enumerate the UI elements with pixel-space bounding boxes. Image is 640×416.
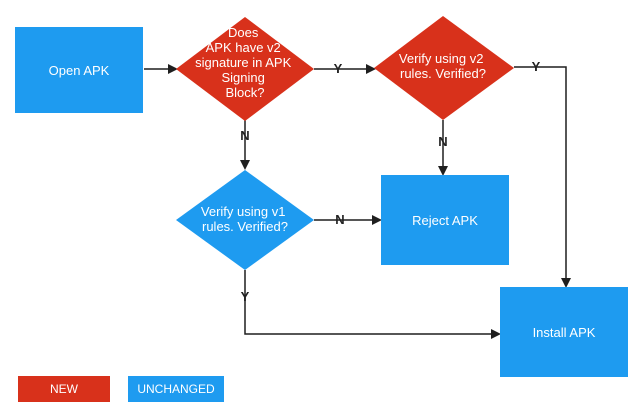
open-apk-box (15, 27, 143, 113)
v2-signature-label: Does APK have v2 signature in APK Signin… (195, 25, 295, 100)
open-apk-label: Open APK (49, 63, 110, 78)
edge-label-verifyv2-yes: Y (532, 59, 541, 74)
edge-verifyv1-to-install (244, 270, 501, 339)
edge-label-verifyv1-yes: Y (241, 289, 250, 304)
edge-verifyv2-to-install (514, 66, 571, 288)
install-apk-box (500, 287, 628, 377)
edge-label-v2check-yes: Y (334, 61, 343, 76)
install-apk-label: Install APK (533, 325, 596, 340)
edge-label-v2check-no: N (240, 128, 249, 143)
edge-label-verifyv2-no: N (438, 134, 447, 149)
verify-v2-decision (374, 16, 514, 120)
verify-v1-label: Verify using v1 rules. Verified? (201, 204, 289, 234)
verify-v2-label: Verify using v2 rules. Verified? (399, 51, 487, 81)
edge-label-verifyv1-no: N (335, 212, 344, 227)
legend-new-badge: NEW (18, 376, 110, 402)
reject-apk-label: Reject APK (412, 213, 478, 228)
reject-apk-box (381, 175, 509, 265)
legend-unchanged-label: UNCHANGED (137, 382, 215, 396)
v2-signature-decision (176, 17, 314, 121)
legend-unchanged-badge: UNCHANGED (128, 376, 224, 402)
verify-v1-decision (176, 170, 314, 270)
legend-new-label: NEW (50, 382, 78, 396)
